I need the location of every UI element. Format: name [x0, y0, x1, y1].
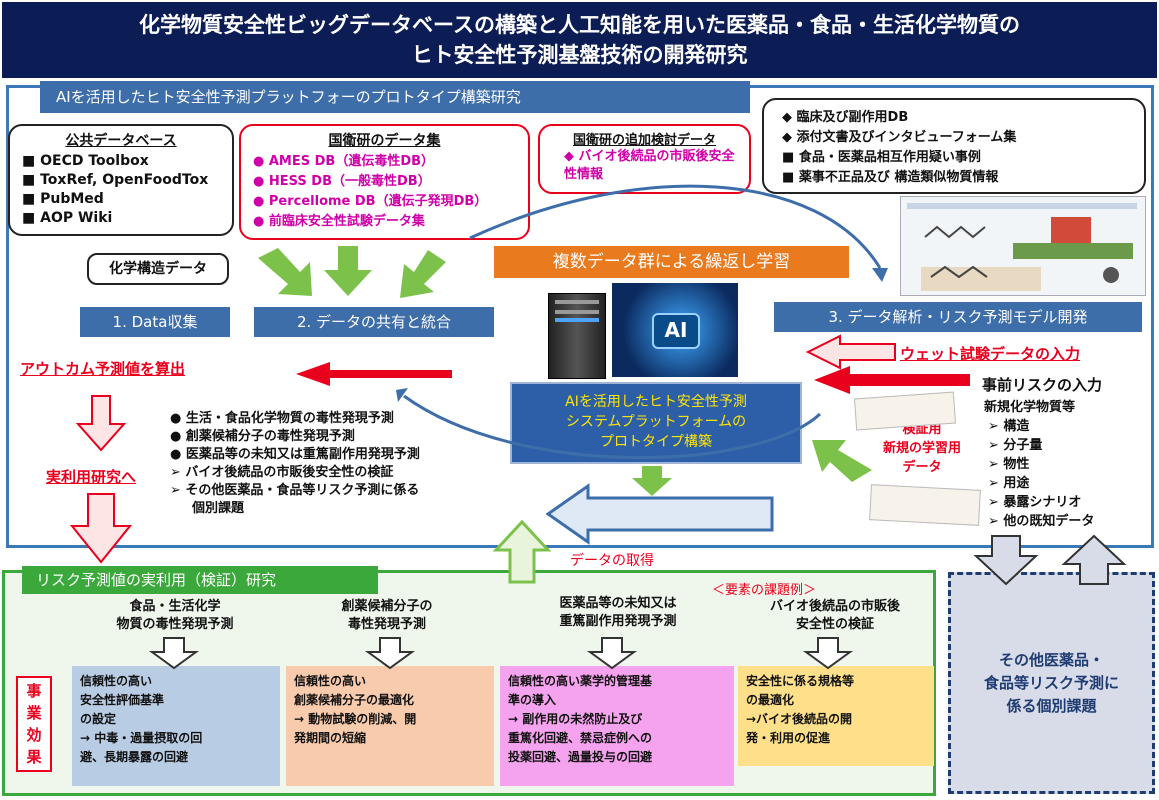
center-line: システムプラットフォームの [565, 414, 747, 430]
server-icon [548, 293, 606, 379]
effect-box: 信頼性の高い安全性評価基準の設定→ 中毒・過量摂取の回避、長期暴露の回避 [72, 666, 280, 786]
clinical-db-box: ◆ 臨床及び副作用DB ◆ 添付文書及びインタビューフォーム集 ■ 食品・医薬品… [762, 98, 1146, 194]
column-heading: 創薬候補分子の毒性発現予測 [341, 599, 433, 632]
other-issues-box: その他医薬品・ 食品等リスク予測に 係る個別課題 [948, 572, 1155, 794]
list-item: ➢ 暴露シナリオ [988, 495, 1082, 510]
step-model-development: 3. データ解析・リスク予測モデル開発 [774, 302, 1142, 332]
business-effect-label: 事 業 効 果 [16, 676, 52, 772]
effect-box: 信頼性の高い創薬候補分子の最適化→ 動物試験の削減、開発期間の短縮 [286, 666, 494, 786]
list-item: ■ ToxRef, OpenFoodTox [22, 172, 209, 188]
list-item: ● AMES DB（遺伝毒性DB） [253, 154, 435, 169]
list-item: ➢ その他医薬品・食品等リスク予測に係る [170, 483, 420, 498]
nihs-data-heading: 国衛研のデータ集 [328, 133, 441, 149]
verification-data-label: 検証用 新規の学習用 データ [882, 422, 961, 475]
risk-model-label: リスク予測モデル [609, 505, 721, 521]
title-line2: ヒト安全性予測基盤技術の開発研究 [411, 43, 748, 67]
effect-box: 信頼性の高い薬学的管理基準の導入→ 副作用の未然防止及び重篤化回避、禁忌症例への… [500, 666, 734, 786]
list-item: ● 前臨床安全性試験データ集 [253, 214, 425, 229]
nihs-extra-heading: 国衛研の追加検討データ [572, 133, 716, 148]
document-image [869, 484, 981, 526]
list-item: ■ 薬事不正品及び 構造類似物質情報 [782, 170, 999, 185]
repeat-learning-label: 複数データ群による繰返し学習 [494, 246, 849, 278]
list-item: ➢ 他の既知データ [988, 514, 1095, 529]
step-data-collection: 1. Data収集 [80, 307, 230, 337]
column-heading: バイオ後続品の市販後安全性の検証 [769, 599, 900, 632]
list-item: ● 医薬品等の未知又は重篤副作用発現予測 [170, 447, 420, 462]
ai-brain-image: AI [612, 283, 738, 377]
lower-section-label: リスク予測値の実利用（検証）研究 [22, 566, 378, 594]
public-db-heading: 公共データベース [65, 133, 177, 149]
effect-box: 安全性に係る規格等の最適化→バイオ後続品の開発・利用の促進 [738, 666, 934, 766]
outcome-list: ● 生活・食品化学物質の毒性発現予測 ● 創薬候補分子の毒性発現予測 ● 医薬品… [170, 410, 520, 518]
data-acquisition-label: データの取得 [570, 553, 654, 569]
list-item: 個別課題 [192, 501, 245, 516]
list-item: ● 生活・食品化学物質の毒性発現予測 [170, 411, 394, 426]
molecule-software-image [900, 196, 1146, 296]
practical-use-label: 実利用研究へ [46, 468, 137, 486]
molecule-icon [907, 203, 1137, 291]
center-line: AIを活用したヒト安全性予測 [565, 394, 747, 410]
list-item: ■ PubMed [22, 191, 104, 207]
step-data-integration: 2. データの共有と統合 [254, 307, 494, 337]
list-item: ◆ 添付文書及びインタビューフォーム集 [782, 130, 1017, 145]
side-box-line: 食品等リスク予測に [983, 673, 1119, 692]
ai-badge: AI [652, 313, 700, 349]
outcome-label: アウトカム予測値を算出 [20, 360, 186, 378]
side-box-line: 係る個別課題 [1006, 696, 1097, 715]
upper-section-label: AIを活用したヒト安全性予測プラットフォーのプロトタイプ構築研究 [40, 81, 750, 113]
list-item: ◆ 臨床及び副作用DB [782, 110, 909, 125]
page-title: 化学物質安全性ビッグデータベースの構築と人工知能を用いた医薬品・食品・生活化学物… [2, 2, 1157, 78]
list-item: ➢ 構造 [988, 419, 1030, 434]
list-item: ● Percellome DB（遺伝子発現DB） [253, 194, 488, 209]
platform-prototype-box: AIを活用したヒト安全性予測 システムプラットフォームの プロトタイプ構築 [510, 382, 802, 464]
center-line: プロトタイプ構築 [600, 434, 712, 450]
list-item: ➢ バイオ後続品の市販後安全性の検証 [170, 465, 394, 480]
title-line1: 化学物質安全性ビッグデータベースの構築と人工知能を用いた医薬品・食品・生活化学物… [139, 13, 1020, 37]
list-item: ➢ 用途 [988, 476, 1030, 491]
new-chem-heading: 新規化学物質等 [984, 400, 1076, 415]
public-database-box: 公共データベース ■ OECD Toolbox ■ ToxRef, OpenFo… [8, 124, 234, 236]
nihs-data-box: 国衛研のデータ集 ● AMES DB（遺伝毒性DB） ● HESS DB（一般毒… [239, 124, 530, 240]
new-chem-list: 新規化学物質等 ➢ 構造 ➢ 分子量 ➢ 物性 ➢ 用途 ➢ 暴露シナリオ ➢ … [984, 398, 1144, 531]
list-item: ● 創薬候補分子の毒性発現予測 [170, 429, 355, 444]
list-item: ◆ バイオ後続品の市販後安全性情報 [564, 149, 735, 182]
list-item: ■ AOP Wiki [22, 210, 113, 226]
list-item: ● HESS DB（一般毒性DB） [253, 174, 431, 189]
list-item: ■ 食品・医薬品相互作用疑い事例 [782, 150, 981, 165]
wet-test-label: ウェット試験データの入力 [900, 345, 1081, 363]
side-box-line: その他医薬品・ [998, 650, 1104, 669]
chem-structure-label: 化学構造データ [87, 253, 229, 285]
list-item: ➢ 分子量 [988, 438, 1043, 453]
list-item: ➢ 物性 [988, 457, 1030, 472]
list-item: ■ OECD Toolbox [22, 153, 149, 169]
required-label: ＜要素の課題例＞ [712, 583, 817, 598]
nihs-extra-data-box: 国衛研の追加検討データ ◆ バイオ後続品の市販後安全性情報 [538, 124, 751, 194]
column-heading: 食品・生活化学物質の毒性発現予測 [116, 599, 234, 632]
prior-risk-label: 事前リスクの入力 [982, 376, 1103, 394]
column-heading: 医薬品等の未知又は重篤副作用発現予測 [559, 596, 677, 629]
